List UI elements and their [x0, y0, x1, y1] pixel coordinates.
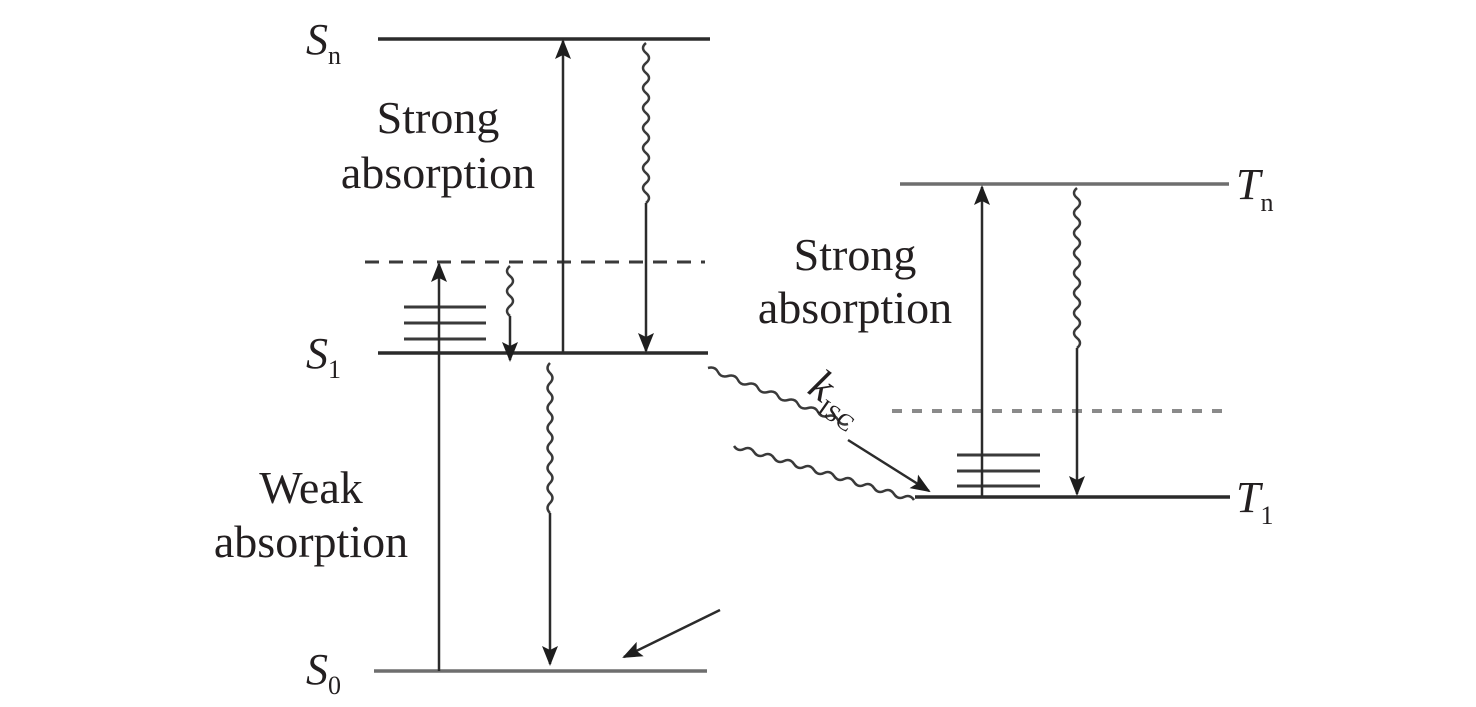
tn-relaxation-wavy [1072, 187, 1082, 349]
kisc-label: kISC [797, 360, 875, 438]
t1-decay-wavy [732, 445, 916, 501]
weak-label-line1: Weak [259, 462, 363, 513]
label-t1: T1 [1236, 473, 1273, 530]
isc-wavy [707, 366, 849, 426]
label-s0: S0 [306, 645, 341, 700]
triplet-strong-label-line1: Strong [794, 229, 917, 280]
sn-relaxation-wavy [641, 42, 651, 204]
s1-relaxation-wavy [505, 265, 515, 317]
weak-label-line2: absorption [214, 516, 408, 567]
isc-arrow [847, 438, 931, 493]
label-sn: Sn [306, 15, 341, 70]
t1-decay-arrow [622, 608, 721, 659]
label-tn: Tn [1236, 160, 1273, 217]
singlet-strong-label-line2: absorption [341, 147, 535, 198]
s1-decay-wavy [546, 362, 554, 514]
singlet-strong-label-line1: Strong [377, 92, 500, 143]
triplet-strong-label-line2: absorption [758, 282, 952, 333]
label-s1: S1 [306, 329, 341, 384]
